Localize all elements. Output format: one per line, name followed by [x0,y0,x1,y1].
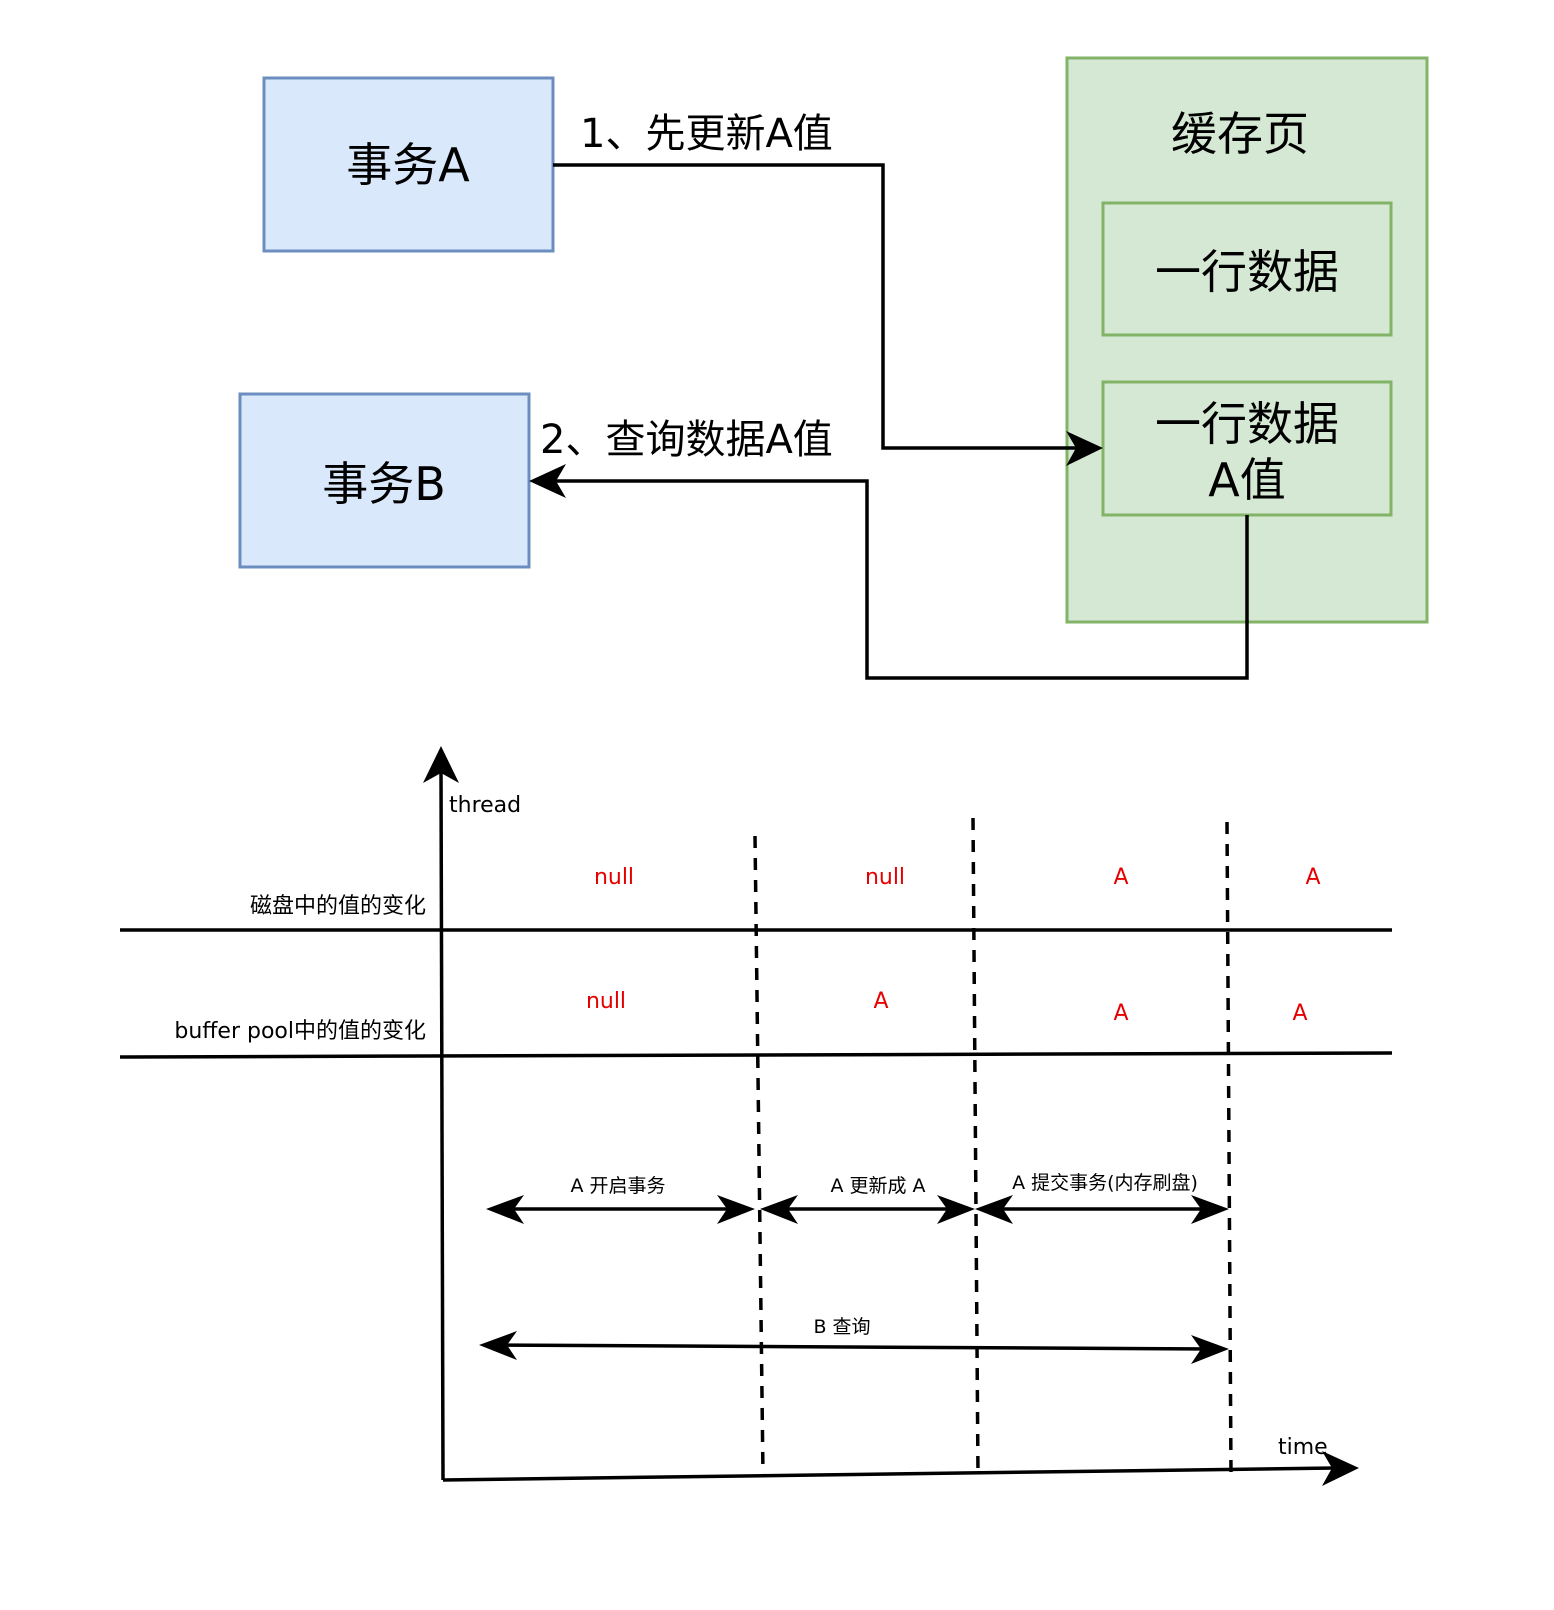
span-a-start-label: A 开启事务 [570,1175,665,1197]
cache-row-1-label: 一行数据 [1155,245,1339,299]
cache-row-1-box: 一行数据 [1101,201,1393,337]
buffer-row-line [119,1051,1393,1059]
disk-value-phase-2: null [865,865,905,890]
buffer-value-phase-1: null [586,989,626,1014]
phase-divider-2 [971,817,980,1476]
cache-page-title: 缓存页 [1171,107,1309,161]
disk-value-phase-4: A [1305,865,1320,890]
disk-row-label: 磁盘中的值的变化 [250,894,426,919]
disk-value-phase-1: null [594,865,634,890]
thread-axis-label: thread [449,793,521,818]
transaction-a-box: 事务A [262,76,555,253]
update-connector [553,163,1103,466]
buffer-value-phase-2: A [873,989,888,1014]
span-b-query-label: B 查询 [813,1316,870,1338]
thread-axis-arrowhead [423,746,459,783]
span-a-update [760,1195,975,1224]
transaction-b-label: 事务B [322,457,446,511]
span-b-query [479,1331,1229,1364]
transaction-a-label: 事务A [346,138,470,192]
transaction-b-box: 事务B [238,392,531,569]
span-a-commit [975,1195,1229,1224]
query-arrowhead [529,464,566,498]
cache-row-2-label-line1: 一行数据 [1155,397,1339,451]
cache-page-box: 缓存页 [1065,56,1429,624]
span-a-update-label: A 更新成 A [830,1175,925,1197]
cache-row-2-box: 一行数据 A值 [1101,380,1393,517]
step-2-label: 2、查询数据A值 [540,417,833,463]
disk-value-phase-3: A [1113,865,1128,890]
time-axis-arrowhead [1322,1451,1359,1486]
cache-row-2-label-line2: A值 [1208,453,1285,507]
buffer-row-label: buffer pool中的值的变化 [174,1019,426,1044]
time-axis [442,1451,1359,1486]
update-arrowhead [1066,431,1103,466]
buffer-value-phase-3: A [1113,1001,1128,1026]
phase-divider-1 [753,835,765,1476]
span-a-start [486,1195,755,1224]
step-1-label: 1、先更新A值 [580,111,833,157]
time-axis-label: time [1278,1435,1328,1460]
phase-divider-3 [1225,821,1233,1476]
buffer-value-phase-4: A [1292,1001,1307,1026]
span-a-commit-label: A 提交事务(内存刷盘) [1012,1172,1198,1194]
thread-axis [423,746,459,1481]
query-connector [529,464,1249,680]
